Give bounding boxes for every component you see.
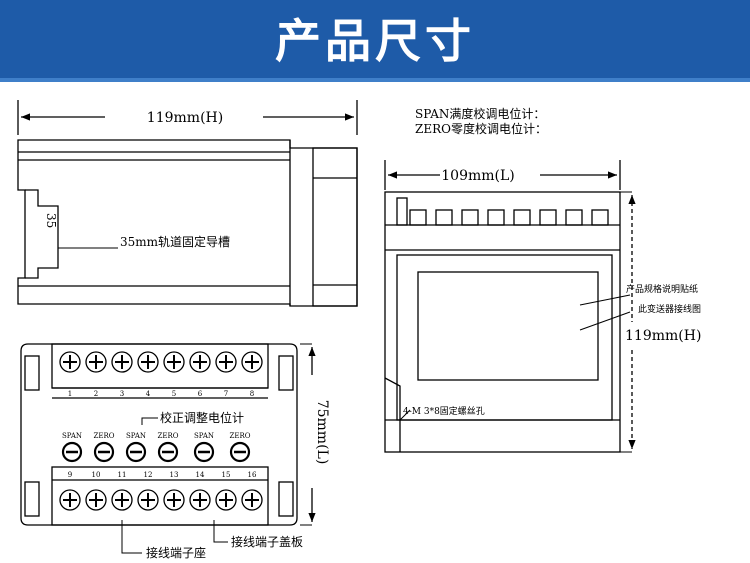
potentiometers	[61, 441, 251, 463]
rail-width-label: 35	[44, 213, 58, 228]
pot-label: SPAN	[194, 432, 214, 440]
terminal-number: 11	[118, 471, 127, 479]
wiring-diagram-label: 此变送器接线图	[638, 303, 701, 315]
terminal-number: 6	[198, 390, 203, 398]
dim-height-right: 119mm(H)	[625, 328, 701, 344]
terminal-number: 15	[222, 471, 231, 479]
pot-labels: SPAN ZERO SPAN ZERO SPAN ZERO	[62, 432, 251, 440]
terminal-numbers-bottom: 9 10 11 12 13 14 15 16	[68, 471, 257, 479]
dim-width-top: 119mm(H)	[147, 110, 223, 126]
terminal-number: 9	[68, 471, 72, 479]
terminal-number: 14	[196, 471, 205, 479]
top-view	[20, 343, 316, 554]
side-view	[17, 100, 358, 307]
spec-sticker-label: 产品规格说明贴纸	[626, 283, 698, 295]
terminal-screws-bottom	[59, 489, 263, 511]
terminal-number: 16	[248, 471, 257, 479]
dim-depth-bottom: 75mm(L)	[314, 400, 330, 465]
pot-label: ZERO	[230, 432, 251, 440]
front-view	[384, 160, 636, 453]
rail-groove-label: 35mm轨道固定导槽	[120, 234, 230, 249]
side-end-block	[312, 147, 358, 307]
terminal-screws-top	[59, 351, 263, 373]
front-body-outline	[384, 191, 621, 453]
span-pot-note: SPAN满度校调电位计：	[415, 106, 545, 121]
banner-band	[0, 78, 750, 82]
pot-label: SPAN	[62, 432, 82, 440]
terminal-number: 5	[172, 390, 176, 398]
side-body-outline	[17, 139, 358, 307]
terminal-numbers-top: 1 2 3 4 5 6 7 8	[68, 390, 254, 398]
page-title: 产品尺寸	[275, 14, 475, 68]
terminal-number: 10	[92, 471, 101, 479]
terminal-number: 8	[250, 390, 254, 398]
pot-label: SPAN	[126, 432, 146, 440]
sticker-area	[417, 271, 599, 381]
terminal-number: 12	[144, 471, 153, 479]
terminal-number: 4	[146, 390, 151, 398]
terminal-number: 1	[68, 390, 72, 398]
pot-label: ZERO	[158, 432, 179, 440]
terminal-cover-label: 接线端子盖板	[231, 534, 303, 549]
mount-holes-label: 4-M 3*8固定螺丝孔	[403, 405, 485, 417]
terminal-number: 3	[120, 390, 124, 398]
dim-length-right: 109mm(L)	[441, 168, 515, 184]
terminal-number: 2	[94, 390, 98, 398]
title-banner: 产品尺寸	[0, 0, 750, 82]
terminal-number: 7	[224, 390, 228, 398]
terminal-block-bottom	[51, 466, 269, 526]
pot-label: ZERO	[94, 432, 115, 440]
zero-pot-note: ZERO零度校调电位计：	[415, 121, 547, 136]
terminal-base-label: 接线端子座	[146, 545, 206, 560]
calib-pot-label: 校正调整电位计	[160, 410, 244, 425]
terminal-number: 13	[170, 471, 179, 479]
rail-groove-shape	[25, 189, 59, 279]
top-body-outline	[20, 343, 298, 526]
